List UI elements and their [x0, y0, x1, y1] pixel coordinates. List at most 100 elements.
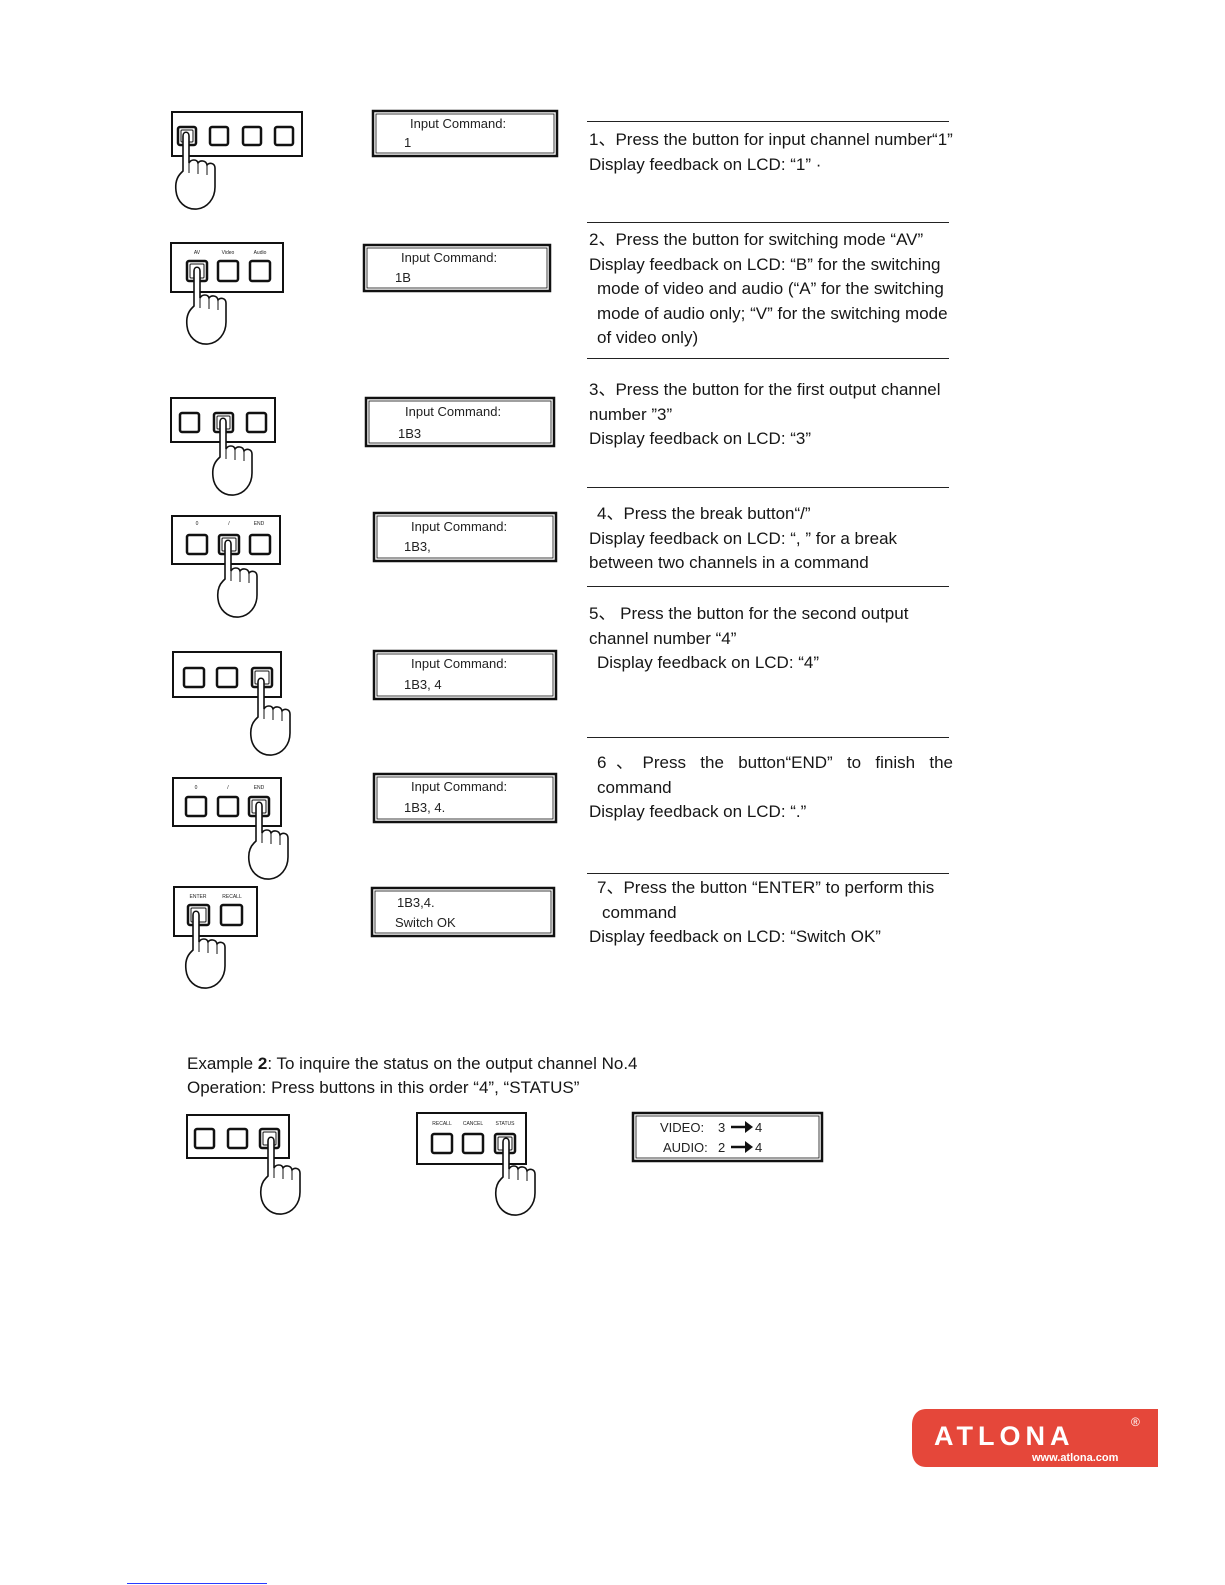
step-3-lcd: Input Command: 1B3: [364, 396, 557, 449]
button-panel-3: [170, 397, 276, 496]
lcd-display: Input Command: 1B3: [364, 396, 556, 448]
desc-line: 5、 Press the button for the second outpu…: [589, 604, 909, 623]
lcd-video-to: 4: [755, 1120, 762, 1135]
panel-key[interactable]: [216, 259, 240, 283]
step-7-description: 7、Press the button “ENTER” to perform th…: [589, 876, 953, 950]
panel-label: ENTER: [190, 894, 207, 900]
divider: [587, 737, 949, 738]
step-5-panel: [172, 651, 291, 757]
panel-label: 0: [195, 785, 198, 791]
desc-line: Display feedback on LCD: “B” for the swi…: [589, 254, 941, 274]
logo-url: www.atlona.com: [1031, 1452, 1119, 1464]
lcd-line-2: 1B3: [398, 426, 421, 441]
desc-line: 6、Press the button“END” to finish the co…: [597, 753, 953, 797]
lcd-audio-from: 2: [718, 1140, 725, 1155]
step-1-description: 1、Press the button for input channel num…: [589, 128, 953, 177]
button-panel-enter: ENTER RECALL: [173, 886, 258, 989]
pointing-hand-icon: [249, 677, 291, 756]
panel-label: STATUS: [496, 1121, 516, 1127]
recall-key[interactable]: [430, 1132, 454, 1155]
step-4-panel: 0 / END: [171, 515, 283, 618]
lcd-audio-to: 4: [755, 1140, 762, 1155]
desc-line: mode of audio only; “V” for the switchin…: [597, 303, 948, 323]
step-6-description: 6、Press the button“END” to finish the co…: [589, 751, 953, 825]
arrow-right-icon: [731, 1141, 753, 1153]
panel-key[interactable]: [182, 666, 206, 689]
step-3-description: 3、Press the button for the first output …: [589, 378, 953, 452]
example-number: 2: [257, 1054, 268, 1073]
button-panel-4: [171, 111, 303, 210]
lcd-line-2: 1B3,: [404, 539, 431, 554]
panel-label: END: [254, 785, 265, 791]
panel-key[interactable]: [245, 411, 268, 434]
divider: [587, 586, 949, 587]
panel-key[interactable]: [184, 795, 208, 818]
lcd-video-label: VIDEO:: [660, 1120, 704, 1135]
panel-key[interactable]: [241, 125, 263, 147]
logo-registered: ®: [1131, 1415, 1140, 1429]
lcd-line-2: 1B3, 4.: [404, 800, 445, 815]
button-panel-status: RECALL CANCEL STATUS: [416, 1112, 536, 1216]
lcd-display: Input Command: 1: [371, 109, 559, 158]
recall-key[interactable]: [219, 903, 244, 927]
example-2-operation: Operation: Press buttons in this order “…: [187, 1078, 580, 1097]
lcd-line-1: Input Command:: [411, 519, 507, 534]
desc-line: 4、Press the break button“/”: [597, 504, 811, 523]
desc-line: of video only): [597, 328, 699, 348]
lcd-display: Input Command: 1B3, 4.: [372, 772, 558, 824]
desc-line: Display feedback on LCD: “Switch OK”: [589, 927, 881, 947]
panel-key[interactable]: [185, 533, 209, 556]
desc-line: number ”3”: [589, 404, 673, 424]
step-3-panel: [170, 397, 280, 499]
panel-key[interactable]: [248, 533, 272, 556]
lcd-line-2: 1: [404, 135, 411, 150]
desc-line: channel number “4”: [589, 628, 737, 648]
atlona-logo-badge: ATLONA ® www.atlona.com: [912, 1409, 1158, 1467]
panel-key[interactable]: [208, 125, 230, 147]
logo-brand: ATLONA: [934, 1421, 1074, 1451]
step-7-panel: ENTER RECALL: [173, 886, 263, 990]
step-1-lcd: Input Command: 1: [371, 109, 560, 160]
panel-key[interactable]: [215, 666, 239, 689]
cancel-key[interactable]: [461, 1132, 485, 1155]
lcd-line-1: Input Command:: [401, 250, 497, 265]
desc-line: 3、Press the button for the first output …: [589, 380, 941, 399]
divider: [587, 121, 949, 122]
pointing-hand-icon: [184, 910, 226, 989]
panel-key[interactable]: [248, 259, 272, 283]
divider: [587, 358, 949, 359]
panel-key[interactable]: [216, 795, 240, 818]
atlona-logo: ATLONA ® www.atlona.com: [912, 1409, 1160, 1469]
panel-key[interactable]: [193, 1127, 216, 1150]
panel-label: /: [227, 785, 229, 791]
desc-line: Display feedback on LCD: “.”: [589, 802, 807, 822]
pointing-hand-icon: [185, 266, 227, 345]
arrow-right-icon: [731, 1121, 753, 1133]
button-panel-end: 0 / END: [171, 515, 281, 618]
panel-label: Video: [222, 250, 235, 256]
button-panel-3: [186, 1114, 301, 1215]
lcd-display: 1B3,4. Switch OK: [370, 886, 556, 938]
example-2-title: Example 2: To inquire the status on the …: [187, 1052, 638, 1076]
lcd-line-1: Input Command:: [411, 779, 507, 794]
lcd-display: Input Command: 1B: [362, 243, 552, 293]
lcd-display: VIDEO: 3 4 AUDIO: 2 4: [631, 1111, 824, 1163]
footer-link-underline[interactable]: [127, 1583, 267, 1584]
desc-line: 1、Press the button for input channel num…: [589, 130, 953, 149]
lcd-line-1: 1B3,4.: [397, 895, 435, 910]
pointing-hand-icon: [259, 1136, 301, 1215]
step-4-description: 4、Press the break button“/” Display feed…: [589, 502, 953, 576]
pointing-hand-icon: [247, 801, 289, 880]
panel-key[interactable]: [273, 125, 295, 147]
desc-line: between two channels in a command: [589, 553, 869, 573]
lcd-audio-label: AUDIO:: [663, 1140, 708, 1155]
desc-line: command: [602, 902, 677, 922]
lcd-line-1: Input Command:: [405, 404, 501, 419]
panel-label: END: [254, 521, 265, 527]
panel-key[interactable]: [178, 411, 201, 434]
panel-label: RECALL: [432, 1121, 452, 1127]
panel-key[interactable]: [226, 1127, 249, 1150]
panel-label: /: [228, 521, 230, 527]
example-2-panel-2: RECALL CANCEL STATUS: [416, 1112, 546, 1218]
desc-line: 2、Press the button for switching mode “A…: [589, 230, 924, 249]
